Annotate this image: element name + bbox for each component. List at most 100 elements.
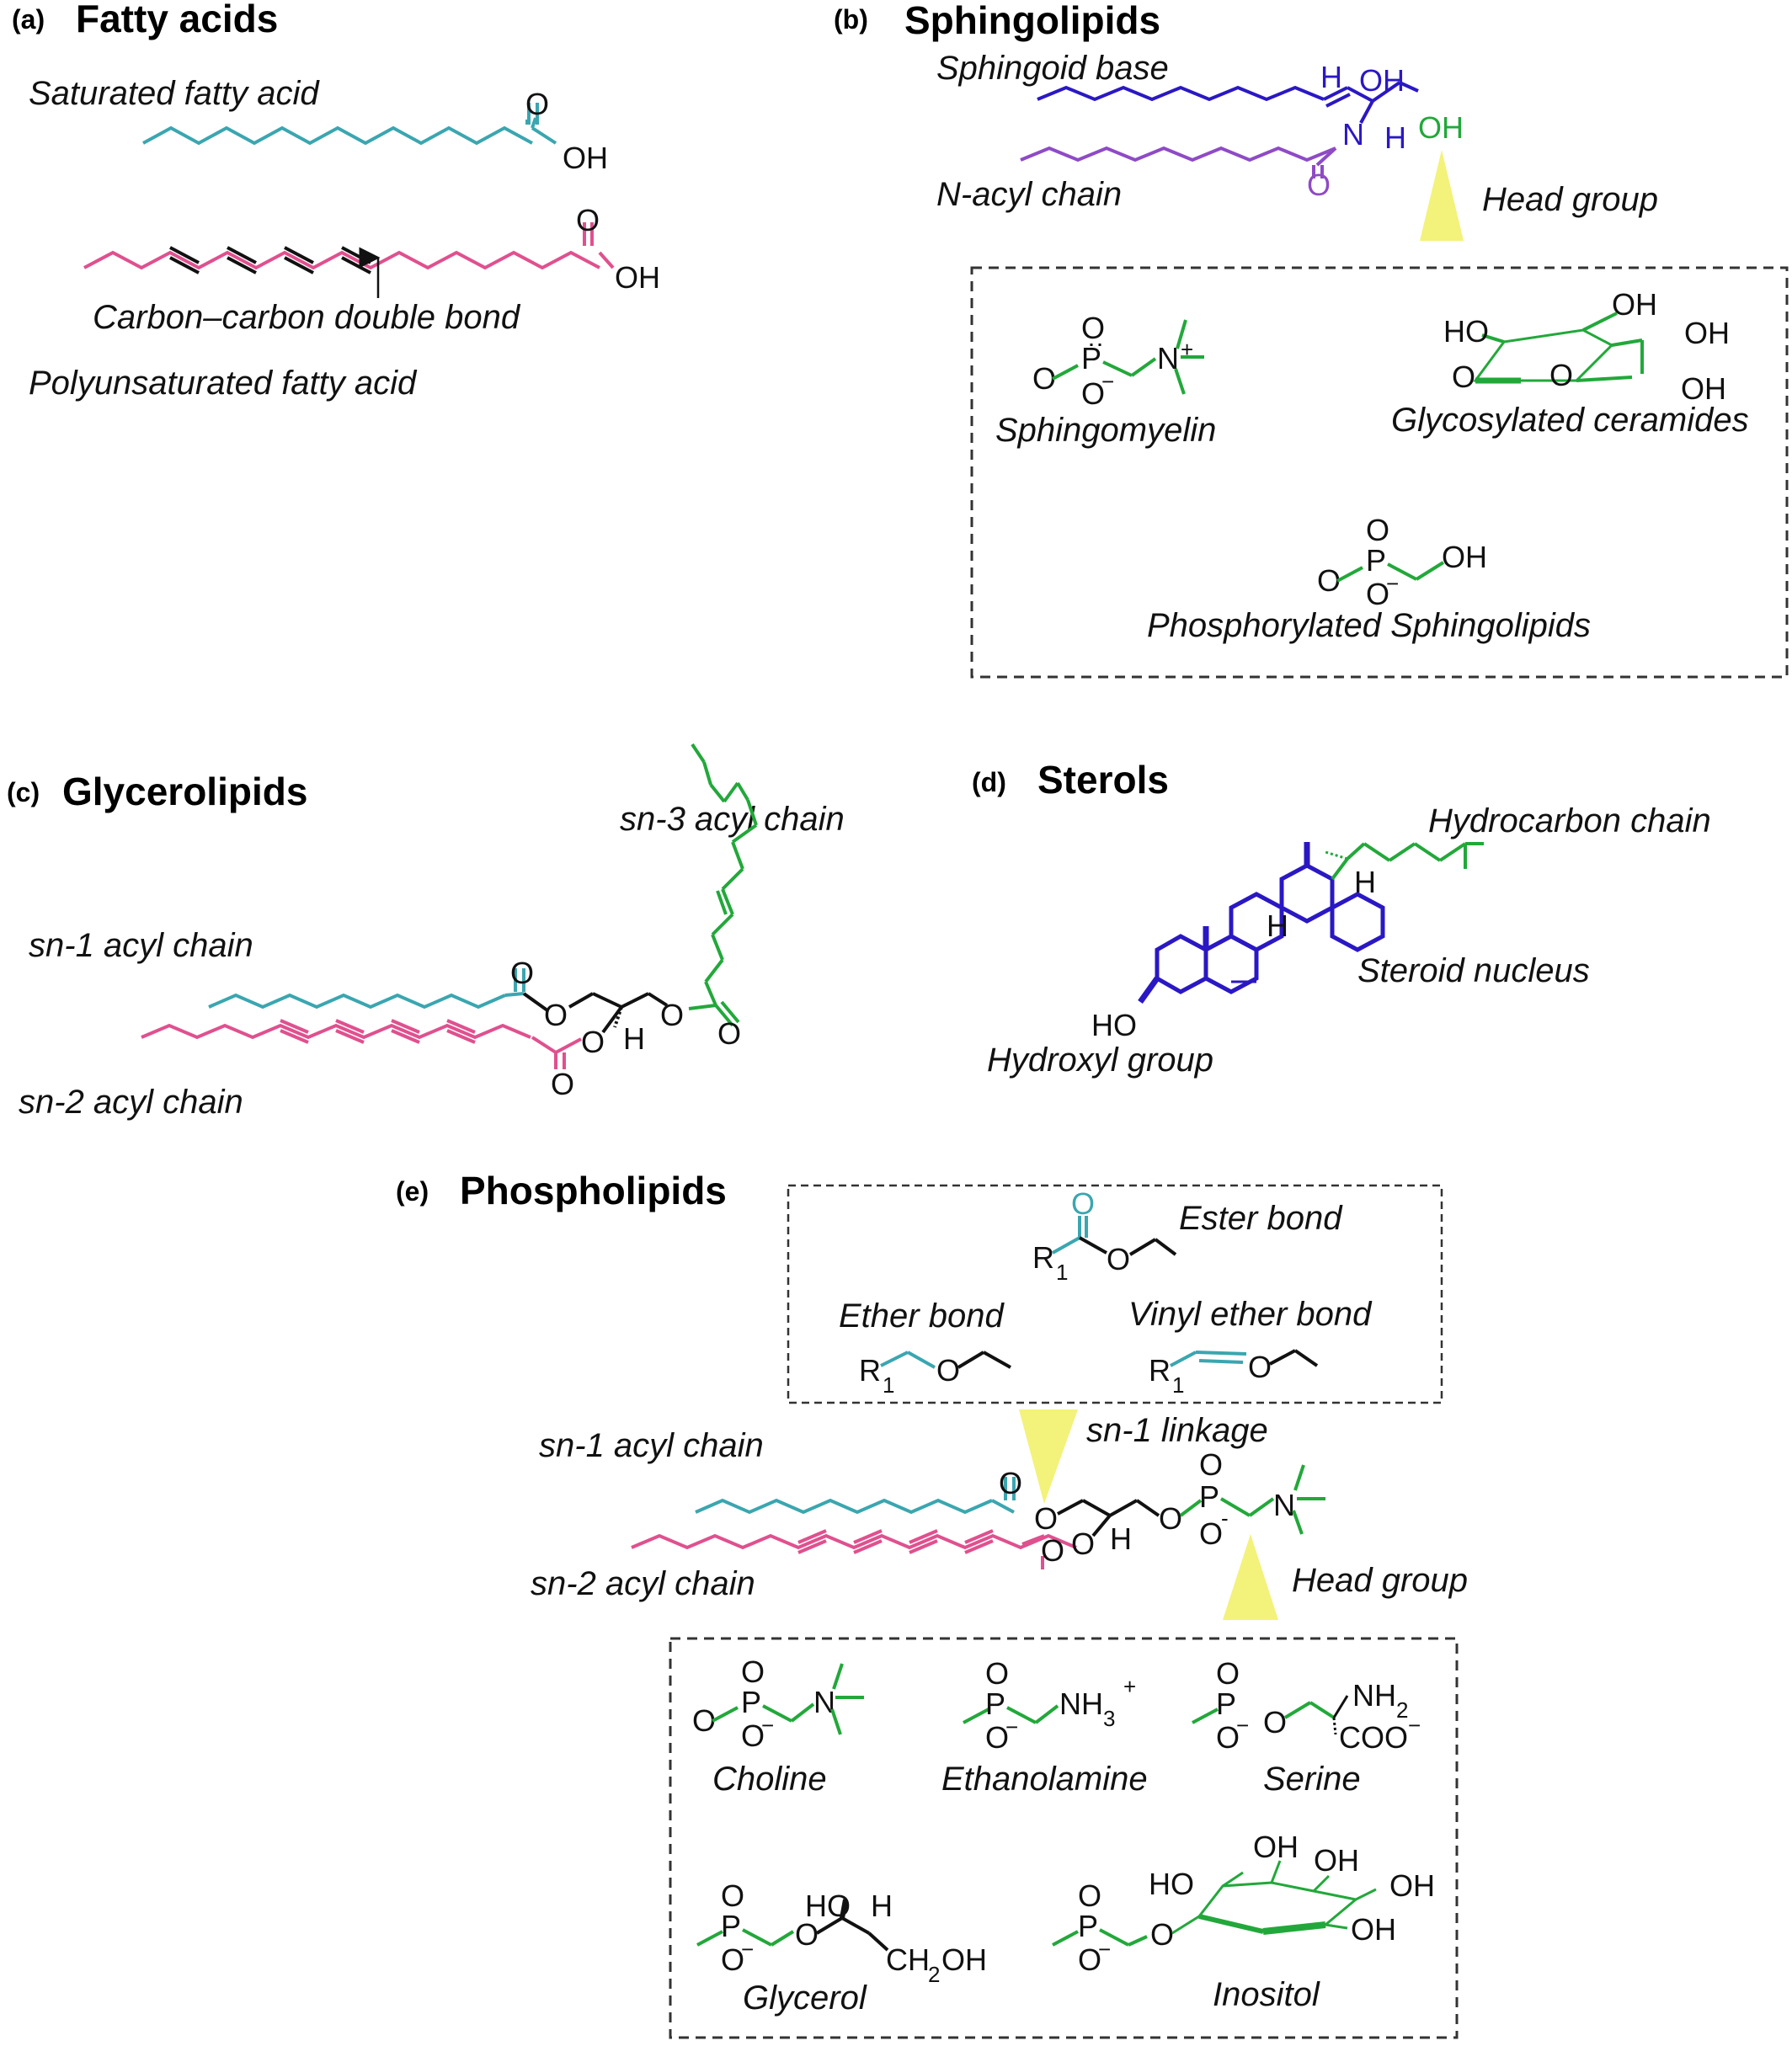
svg-text:COO: COO [1339, 1720, 1408, 1755]
head-group-triangle-b [1420, 150, 1464, 241]
svg-text:R: R [1149, 1353, 1171, 1388]
svg-text:3: 3 [1103, 1706, 1115, 1731]
bond [709, 783, 726, 803]
double-bond [797, 1539, 827, 1554]
svg-text:O: O [1081, 311, 1105, 345]
svg-text:−: − [741, 1937, 754, 1962]
svg-text:P: P [1366, 543, 1386, 578]
svg-text:O: O [1041, 1533, 1064, 1568]
svg-text:O: O [1366, 513, 1389, 547]
svg-text:O: O [721, 1878, 744, 1913]
glycerolipid-sn1-chain [208, 968, 525, 1010]
svg-text:P: P [741, 1685, 761, 1719]
ester-bond-structure: R 1 O O [1032, 1186, 1177, 1285]
svg-text:−: − [1386, 571, 1399, 596]
choline-label: Choline [712, 1761, 827, 1798]
n-acyl-chain-label: N-acyl chain [936, 176, 1122, 213]
bond [723, 781, 739, 803]
panel-d-letter: (d) [972, 767, 1006, 797]
svg-text:O: O [985, 1656, 1009, 1691]
serine-label: Serine [1263, 1761, 1361, 1798]
bond [1347, 86, 1373, 103]
panel-a: (a) Fatty acids Saturated fatty acid O O… [12, 0, 660, 402]
svg-text:1: 1 [1056, 1260, 1068, 1285]
svg-text:P: P [985, 1686, 1005, 1721]
polyunsaturated-fatty-acid-structure [83, 222, 615, 274]
ether-bond-label: Ether bond [839, 1297, 1005, 1335]
hydrocarbon-chain-label: Hydrocarbon chain [1428, 802, 1711, 839]
bond [531, 126, 557, 145]
panel-d-title: Sterols [1037, 758, 1169, 802]
chain-backbone [1037, 85, 1325, 102]
svg-text:O: O [1078, 1942, 1101, 1977]
hydroxyl-group-label: Hydroxyl group [987, 1042, 1213, 1079]
svg-text:1: 1 [1172, 1372, 1184, 1398]
gl-sn1-carbonyl-o: O [510, 956, 534, 990]
gl-sn2-ester-o: O [581, 1025, 605, 1059]
bond [1325, 93, 1351, 108]
svg-text:+: + [1123, 1674, 1136, 1699]
svg-text:HO: HO [805, 1889, 851, 1923]
double-bond [391, 1019, 420, 1034]
double-bond [284, 246, 314, 264]
vinyl-ether-bond-structure: R 1 O [1149, 1349, 1319, 1398]
inositol-structure: P O O − O HO OH OH OH OH [1052, 1830, 1435, 1977]
svg-text:−: − [1101, 369, 1114, 394]
sn1-acyl-chain-label-c: sn-1 acyl chain [29, 927, 253, 964]
svg-text:O: O [1071, 1527, 1095, 1561]
bond [704, 981, 717, 1006]
panel-b-title: Sphingolipids [904, 0, 1160, 42]
ester-bond-label: Ester bond [1179, 1200, 1343, 1237]
bond [1021, 1534, 1045, 1546]
sph-head-oh: OH [1418, 110, 1464, 145]
glycerol-label: Glycerol [743, 1979, 867, 2017]
double-bond [169, 246, 200, 264]
bond [1359, 100, 1374, 124]
polyunsaturated-fatty-acid-label: Polyunsaturated fatty acid [29, 365, 418, 402]
double-bond [227, 246, 257, 264]
svg-text:O: O [1263, 1705, 1287, 1740]
svg-text:−: − [1005, 1714, 1018, 1740]
svg-text:O: O [1159, 1501, 1182, 1536]
double-bond-label: Carbon–carbon double bond [93, 299, 521, 336]
svg-text:HO: HO [1149, 1867, 1194, 1901]
svg-text:H: H [1267, 908, 1288, 943]
panel-a-title: Fatty acids [76, 0, 278, 40]
double-bond [341, 256, 371, 274]
panel-c-letter: (c) [7, 777, 40, 807]
svg-text:O: O [692, 1703, 716, 1738]
bond [555, 1037, 582, 1054]
svg-text:O: O [1032, 361, 1056, 396]
gl-h: H [623, 1021, 645, 1056]
linkage-types-box [787, 1184, 1443, 1404]
panel-e: (e) Phospholipids R 1 O O Ester bond Eth… [396, 1169, 1468, 2039]
chain-backbone [142, 125, 533, 146]
bond [531, 1036, 557, 1054]
panel-b-letter: (b) [834, 4, 868, 35]
sphingoid-base-label: Sphingoid base [936, 50, 1169, 87]
svg-text:-: - [1221, 1505, 1229, 1531]
svg-text:OH: OH [1681, 371, 1726, 406]
bond [721, 867, 744, 891]
double-bond [964, 1539, 994, 1554]
chain-backbone [695, 1498, 993, 1515]
svg-text:R: R [1032, 1240, 1054, 1275]
head-group-label-e: Head group [1292, 1562, 1468, 1599]
inositol-label: Inositol [1213, 1976, 1320, 2013]
svg-text:OH: OH [1314, 1843, 1359, 1878]
serine-structure: P O O − O NH 2 COO − [1192, 1656, 1421, 1755]
double-bond [797, 1529, 827, 1544]
choline-structure: O P O O − N [692, 1654, 864, 1753]
panel-c: (c) Glycerolipids sn-3 acyl chain sn-1 a… [7, 743, 845, 1121]
svg-text:O: O [1150, 1917, 1174, 1952]
svg-text:+: + [1181, 337, 1193, 362]
bond [531, 117, 537, 129]
gl-sn3-ester-o: O [660, 998, 684, 1032]
sph-acyl-o: O [1307, 168, 1331, 202]
svg-text:H: H [1110, 1521, 1132, 1556]
svg-text:O: O [936, 1353, 960, 1388]
bond [704, 958, 724, 983]
bond [1315, 147, 1337, 167]
head-group-triangle-e [1223, 1534, 1278, 1620]
bond [711, 913, 734, 936]
